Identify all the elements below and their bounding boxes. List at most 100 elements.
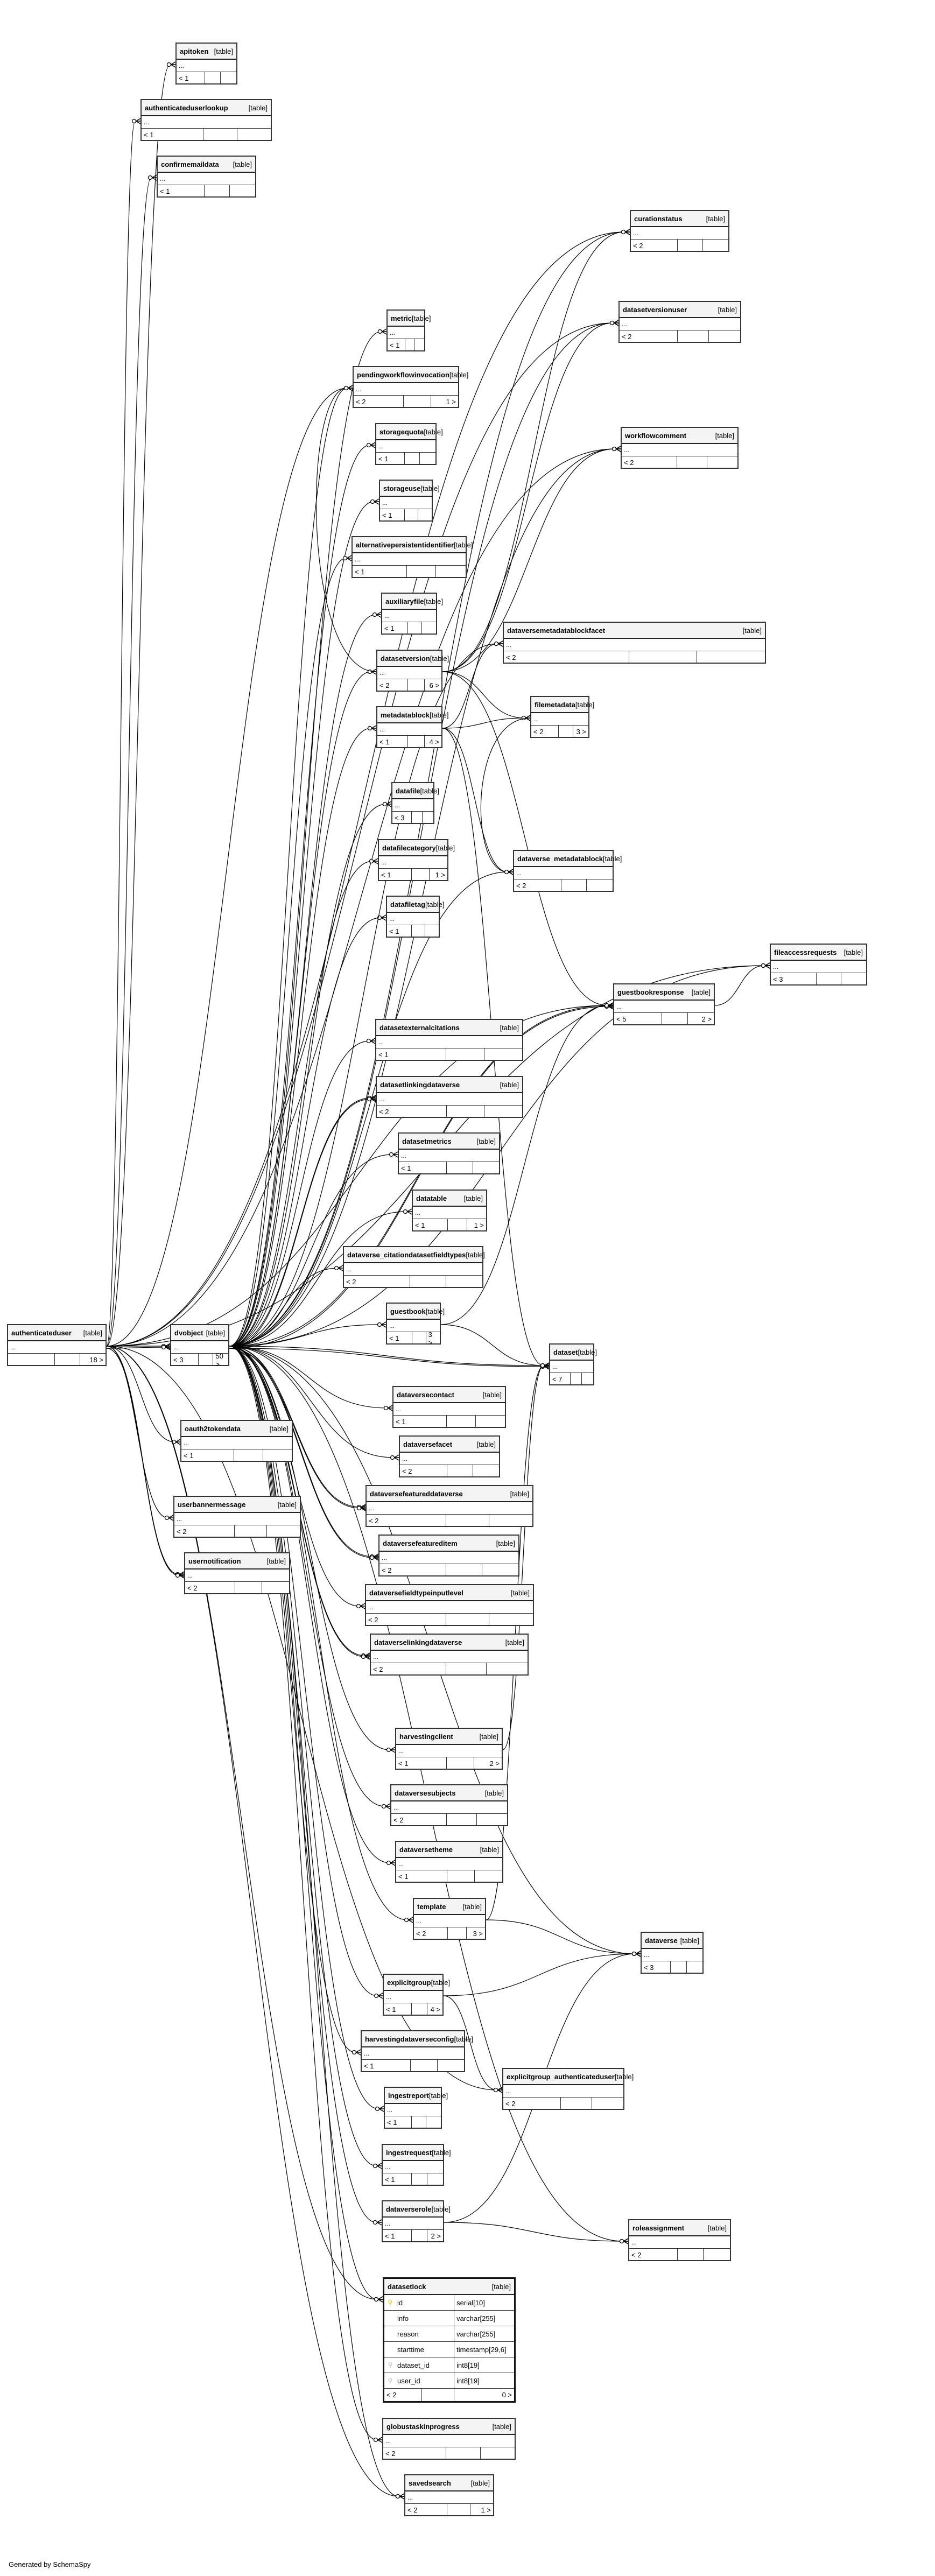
- children-count[interactable]: [263, 1449, 292, 1462]
- children-count[interactable]: [484, 1106, 522, 1118]
- table-userbannermessage[interactable]: userbannermessage[table]...< 2: [173, 1496, 301, 1538]
- children-count[interactable]: 2 >: [701, 1015, 712, 1023]
- parents-count[interactable]: < 1: [181, 1449, 235, 1462]
- table-auxiliaryfile[interactable]: auxiliaryfile[table]...< 1: [381, 593, 443, 635]
- parents-count[interactable]: < 1: [383, 2230, 412, 2242]
- children-count[interactable]: [438, 2060, 464, 2072]
- children-count[interactable]: [420, 453, 435, 465]
- parents-count[interactable]: < 2: [631, 240, 678, 252]
- parents-count[interactable]: < 1: [399, 1162, 447, 1174]
- children-count[interactable]: 4 >: [429, 738, 439, 746]
- parents-count[interactable]: < 2: [367, 1515, 446, 1527]
- table-roleassignment[interactable]: roleassignment[table]...< 2: [628, 2219, 731, 2261]
- children-count[interactable]: 3 >: [473, 1930, 483, 1938]
- children-count[interactable]: [592, 2098, 623, 2110]
- table-dataversefeatureddataverse[interactable]: dataversefeatureddataverse[table]...< 2: [365, 1485, 533, 1527]
- children-count[interactable]: 3 >: [428, 1330, 433, 1347]
- parents-count[interactable]: < 2: [185, 1582, 235, 1594]
- parents-count[interactable]: < 3: [771, 973, 817, 986]
- children-count[interactable]: [475, 1870, 502, 1883]
- table-datafile[interactable]: datafile[table]...< 3: [391, 782, 439, 824]
- children-count[interactable]: 6 >: [429, 681, 439, 689]
- parents-count[interactable]: < 1: [158, 185, 205, 198]
- children-count[interactable]: [425, 925, 439, 938]
- parents-count[interactable]: < 2: [344, 1276, 411, 1288]
- children-count[interactable]: [487, 1663, 528, 1676]
- parents-count[interactable]: < 2: [620, 330, 678, 343]
- parents-count[interactable]: < 2: [377, 679, 409, 692]
- children-count[interactable]: [426, 2116, 441, 2129]
- table-usernotification[interactable]: usernotification[table]...< 2: [184, 1552, 290, 1594]
- children-count[interactable]: [582, 1373, 593, 1385]
- parents-count[interactable]: < 2: [354, 396, 404, 408]
- parents-count[interactable]: < 1: [379, 869, 412, 881]
- children-count[interactable]: [237, 129, 271, 141]
- children-count[interactable]: [473, 1465, 499, 1477]
- children-count[interactable]: [446, 1276, 482, 1288]
- parents-count[interactable]: < 5: [614, 1013, 662, 1025]
- parents-count[interactable]: < 2: [405, 2504, 448, 2516]
- table-dataversecontact[interactable]: dataversecontact[table]...< 1: [392, 1386, 506, 1428]
- children-count[interactable]: 3 >: [576, 728, 586, 736]
- parents-count[interactable]: < 3: [171, 1354, 199, 1366]
- parents-count[interactable]: < 1: [362, 2060, 411, 2072]
- parents-count[interactable]: < 1: [385, 2116, 412, 2129]
- children-count[interactable]: [703, 240, 728, 252]
- table-dataverse-citationdatasetfieldtypes[interactable]: dataverse_citationdatasetfieldtypes[tabl…: [343, 1246, 485, 1288]
- children-count[interactable]: [436, 566, 466, 578]
- table-datasetexternalcitations[interactable]: datasetexternalcitations[table]...< 1: [375, 1019, 523, 1061]
- children-count[interactable]: 1 >: [435, 871, 445, 879]
- children-count[interactable]: 1 >: [446, 398, 456, 406]
- parents-count[interactable]: < 2: [531, 726, 559, 738]
- parents-count[interactable]: < 1: [413, 1219, 448, 1231]
- table-dataversesubjects[interactable]: dataversesubjects[table]...< 2: [390, 1784, 508, 1826]
- children-count[interactable]: [707, 456, 737, 469]
- children-count[interactable]: [427, 2173, 443, 2186]
- table-authenticateduser[interactable]: authenticateduser[table]...18 >: [7, 1324, 107, 1366]
- parents-count[interactable]: < 1: [142, 129, 204, 141]
- table-dataverselinkingdataverse[interactable]: dataverselinkingdataverse[table]...< 2: [370, 1634, 529, 1676]
- table-dataversefacet[interactable]: dataversefacet[table]...< 2: [399, 1435, 500, 1477]
- table-datasetlinkingdataverse[interactable]: datasetlinkingdataverse[table]...< 2: [376, 1076, 523, 1118]
- parents-count[interactable]: < 2: [383, 2447, 447, 2460]
- children-count[interactable]: [482, 1564, 518, 1576]
- table-datasetlock[interactable]: datasetlock[table]⚲idserial[10]⚲infovarc…: [383, 2277, 516, 2403]
- parents-count[interactable]: < 3: [392, 812, 412, 824]
- children-count[interactable]: [704, 2249, 730, 2261]
- parents-count[interactable]: < 1: [376, 453, 405, 465]
- table-dataversemetadatablockfacet[interactable]: dataversemetadatablockfacet[table]...< 2: [503, 622, 766, 664]
- parents-count[interactable]: < 1: [177, 72, 206, 85]
- parents-count[interactable]: < 2: [504, 651, 629, 664]
- parents-count[interactable]: < 1: [382, 622, 408, 635]
- children-count[interactable]: [709, 330, 740, 343]
- parents-count[interactable]: < 1: [376, 1048, 447, 1061]
- table-ingestrequest[interactable]: ingestrequest[table]...< 1: [382, 2144, 451, 2186]
- children-count[interactable]: [267, 1525, 300, 1538]
- children-count[interactable]: [423, 812, 433, 824]
- children-count[interactable]: [422, 622, 436, 635]
- children-count[interactable]: 1 >: [474, 1221, 484, 1229]
- table-confirmemaildata[interactable]: confirmemaildata[table]...< 1: [157, 156, 256, 198]
- parents-count[interactable]: < 2: [377, 1106, 447, 1118]
- children-count[interactable]: [489, 1515, 532, 1527]
- children-count[interactable]: [587, 879, 613, 892]
- children-count[interactable]: 1 >: [481, 2506, 491, 2514]
- children-count[interactable]: [473, 1162, 499, 1174]
- children-count[interactable]: [476, 1416, 505, 1428]
- children-count[interactable]: 2 >: [489, 1759, 500, 1768]
- table-dataverse-metadatablock[interactable]: dataverse_metadatablock[table]...< 2: [513, 850, 622, 892]
- parents-count[interactable]: < 2: [514, 879, 561, 892]
- children-count[interactable]: 50 >: [215, 1352, 223, 1368]
- parents-count[interactable]: < 2: [391, 1814, 447, 1826]
- children-count[interactable]: [477, 1814, 507, 1826]
